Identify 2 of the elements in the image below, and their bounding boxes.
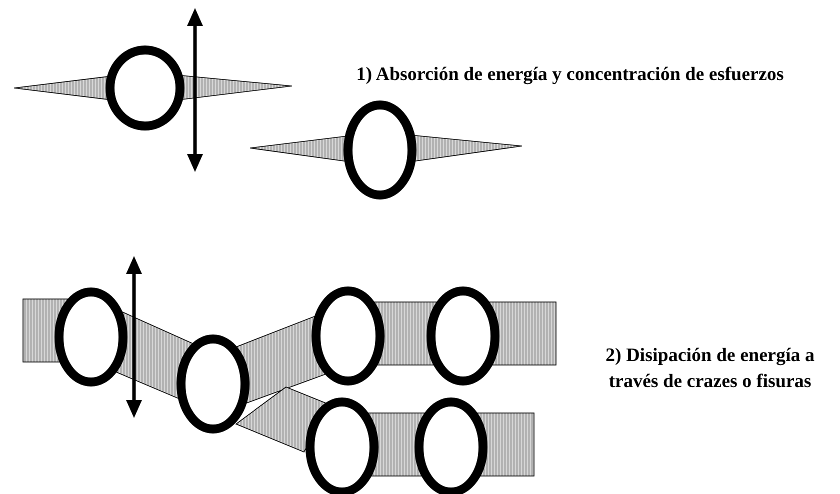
caption-text: 2) Disipación de energía a través de crazes o fisuras bbox=[604, 344, 816, 394]
caption-text: 1) Absorción de energía y concentración de esfuerzos bbox=[355, 63, 785, 87]
